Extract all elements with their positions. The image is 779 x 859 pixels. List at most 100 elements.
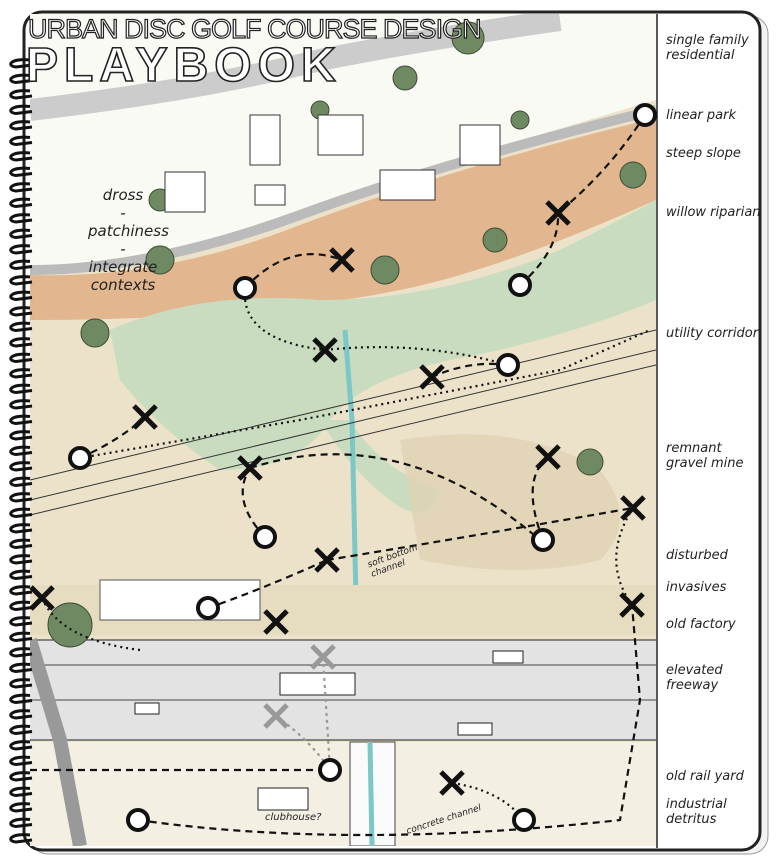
spiral-ring <box>9 399 33 410</box>
spiral-ring <box>9 73 33 85</box>
spiral-ring <box>9 414 33 426</box>
path <box>30 105 656 275</box>
tee-circle-icon <box>508 273 532 297</box>
spiral-ring <box>9 337 33 348</box>
basket-x-icon <box>419 364 445 390</box>
basket-x-icon <box>620 495 646 521</box>
note-line: - <box>120 240 126 258</box>
title-playbook: PLAYBOOK <box>25 38 342 93</box>
spiral-ring <box>9 693 33 705</box>
spiral-ring <box>9 259 33 271</box>
spiral-ring <box>9 771 33 782</box>
rail-yard <box>30 742 656 846</box>
spiral-ring <box>9 197 33 209</box>
tee-circle-icon <box>531 528 555 552</box>
spiral-ring <box>9 647 33 658</box>
spiral-ring <box>9 244 33 255</box>
spiral-ring <box>9 166 33 178</box>
spiral-ring <box>9 507 33 519</box>
spiral-ring <box>9 476 33 488</box>
basket-x-icon <box>545 200 571 226</box>
spiral-ring <box>9 662 33 674</box>
label-steep-slope: steep slope <box>666 146 741 161</box>
spiral-ring <box>9 58 33 69</box>
basket-x-icon <box>439 770 465 796</box>
spiral-ring <box>9 724 33 736</box>
spiral-ring <box>9 461 33 472</box>
tee-circle-icon <box>233 276 257 300</box>
spiral-ring <box>9 802 33 813</box>
spiral-ring <box>9 445 33 457</box>
spiral-ring <box>9 616 33 627</box>
removed-basket-gray-x-icon <box>310 644 336 670</box>
clubhouse-note: clubhouse? <box>265 812 322 823</box>
spiral-ring <box>9 430 33 441</box>
spiral-binding <box>9 58 33 844</box>
removed-basket-gray-x-icon <box>263 703 289 729</box>
label-invasives: invasives <box>666 580 727 595</box>
spiral-ring <box>9 631 33 643</box>
basket-x-icon <box>312 337 338 363</box>
tee-circle-icon <box>512 808 536 832</box>
note-line: contexts <box>90 276 156 294</box>
tee-circle-icon <box>496 353 520 377</box>
steep-slope-zone <box>30 118 656 320</box>
old-factory <box>99 579 261 621</box>
spiral-ring <box>9 492 33 503</box>
basket-x-icon <box>619 592 645 618</box>
basket-x-icon <box>263 609 289 635</box>
spiral-ring <box>9 554 33 565</box>
spiral-ring <box>9 135 33 147</box>
spiral-ring <box>9 213 33 224</box>
basket-x-icon <box>237 455 263 481</box>
label-gravel-mine: remnant gravel mine <box>666 441 744 471</box>
willow-riparian-zone <box>110 200 656 470</box>
fairways <box>30 114 646 837</box>
spiral-ring <box>9 104 33 116</box>
spiral-ring <box>9 368 33 379</box>
spiral-ring <box>9 740 33 751</box>
spiral-ring <box>9 352 33 364</box>
tee-circle-icon <box>633 103 657 127</box>
label-old-factory: old factory <box>666 617 736 632</box>
spiral-ring <box>9 786 33 798</box>
spiral-ring <box>9 321 33 333</box>
title-subtitle: URBAN DISC GOLF COURSE DESIGN <box>27 13 482 44</box>
label-elevated-freeway: elevated freeway <box>666 663 723 693</box>
spiral-ring <box>9 120 33 131</box>
note-line: patchiness <box>88 222 169 240</box>
basket-x-icon <box>132 404 158 430</box>
basket-x-icon <box>329 247 355 273</box>
spiral-ring <box>9 89 33 100</box>
spiral-ring <box>9 523 33 534</box>
label-linear-park: linear park <box>666 108 736 123</box>
spiral-ring <box>9 151 33 162</box>
tee-circle-icon <box>318 758 342 782</box>
note-line: dross <box>102 186 144 204</box>
basket-x-icon <box>535 444 561 470</box>
label-disturbed: disturbed <box>666 548 728 563</box>
label-willow-riparian: willow riparian <box>666 205 761 220</box>
clubhouse <box>257 787 309 811</box>
spiral-ring <box>9 383 33 395</box>
spiral-ring <box>9 817 33 829</box>
map-area <box>30 14 656 846</box>
label-single-family: single family residential <box>666 33 749 63</box>
spiral-ring <box>9 306 33 317</box>
tee-circle-icon <box>68 446 92 470</box>
tee-circle-icon <box>126 808 150 832</box>
spiral-ring <box>9 755 33 767</box>
spiral-ring <box>9 275 33 286</box>
residential-note: dross - patchiness - integrate contexts <box>88 186 169 294</box>
label-industrial-detritus: industrial detritus <box>666 797 727 827</box>
label-utility-corridor: utility corridor <box>666 326 759 341</box>
truck <box>279 672 356 696</box>
dotted-fairways <box>40 287 651 821</box>
spiral-ring <box>9 538 33 550</box>
houses <box>164 114 501 213</box>
note-line: integrate <box>88 258 158 276</box>
basket-x-icon <box>314 547 340 573</box>
spiral-ring <box>9 833 33 844</box>
spiral-ring <box>9 678 33 689</box>
